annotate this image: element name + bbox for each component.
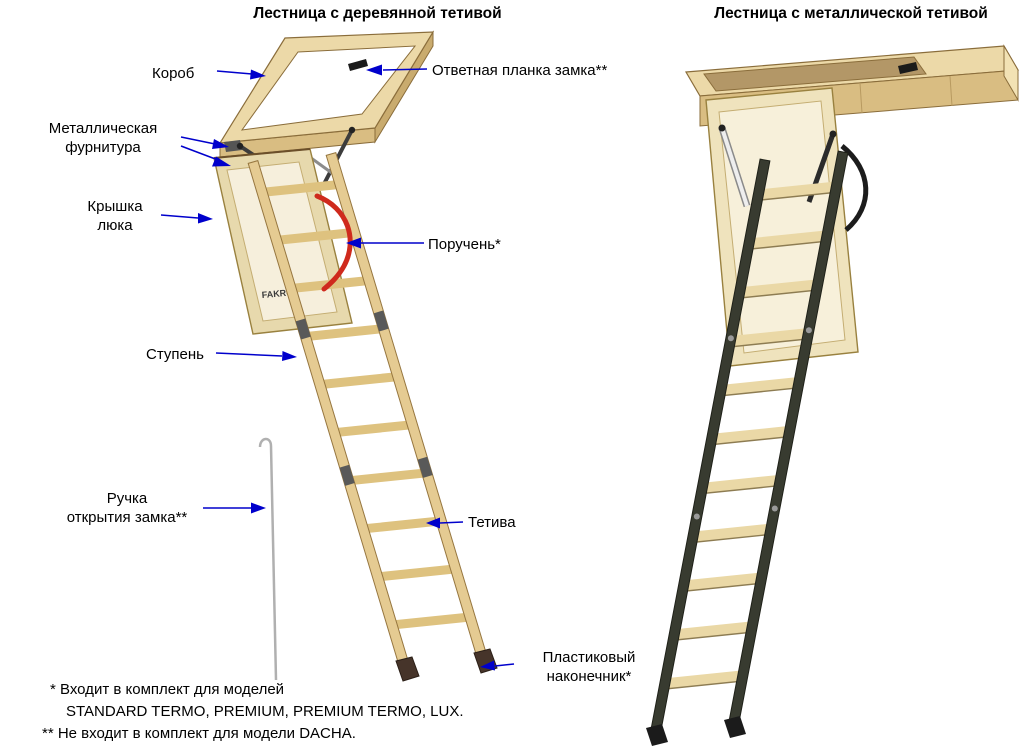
step <box>701 474 781 493</box>
box-end-face <box>1003 44 1019 102</box>
hatch-logo: FAKRO <box>261 287 293 300</box>
label-handrail: Поручень* <box>428 236 501 253</box>
rung <box>348 468 428 486</box>
hinge-bracket <box>224 140 242 152</box>
footnote-2: STANDARD TERMO, PREMIUM, PREMIUM TERMO, … <box>66 703 464 720</box>
step <box>683 572 763 591</box>
plastic-tip-left <box>646 724 668 746</box>
label-metal-hardware: Металлическая фурнитура <box>28 119 178 157</box>
handrail <box>314 193 353 292</box>
footnote-1: * Входит в комплект для моделей <box>50 681 285 698</box>
rung <box>377 564 457 582</box>
step <box>673 621 753 640</box>
arrow-line-korob <box>216 70 253 75</box>
left-title: Лестница с деревянной тетивой <box>253 5 502 22</box>
step <box>711 425 791 444</box>
label-korob: Короб <box>152 65 195 82</box>
section-hinges <box>295 310 433 486</box>
label-plastik-line2: наконечник* <box>546 668 632 685</box>
label-plastik-line1: Пластиковый <box>542 649 636 666</box>
right-illustration <box>646 44 1019 746</box>
arrowhead-kryshka <box>198 213 213 224</box>
left-illustration: FAKRO <box>213 30 498 682</box>
rung <box>276 227 356 245</box>
right-ladder <box>646 150 849 746</box>
plastic-tip-right <box>724 716 746 738</box>
label-metal-line1: Металлическая <box>48 120 158 137</box>
step-shadows <box>664 191 837 690</box>
lock-strike-plate <box>348 59 368 71</box>
arrow-line-stupen <box>215 352 283 357</box>
label-metal-line2: фурнитура <box>65 139 141 156</box>
arrow-line-plastik <box>494 663 515 667</box>
lock-handle-rod <box>258 437 278 681</box>
arrowhead-stupen <box>282 351 297 361</box>
label-step: Ступень <box>146 346 204 363</box>
right-title: Лестница с металлической тетивой <box>714 5 988 22</box>
left-box <box>218 30 435 158</box>
arrow-line-kryshka <box>160 214 199 219</box>
rung <box>391 612 471 630</box>
step <box>664 670 744 689</box>
step <box>757 181 837 200</box>
plastic-tip-left <box>395 656 420 682</box>
arrow-line-metal-1 <box>180 136 216 145</box>
label-lock-handle: Ручка открытия замка** <box>52 489 202 527</box>
arrowhead-poruchen <box>346 237 361 249</box>
label-otvetnaya-planka: Ответная планка замка** <box>432 62 608 79</box>
rung <box>304 324 384 342</box>
step <box>720 377 800 395</box>
step <box>748 230 828 249</box>
rung <box>261 179 341 197</box>
left-ladder <box>247 151 498 682</box>
hinge-pivot <box>829 130 837 138</box>
arrowhead-tetiva <box>426 517 440 529</box>
label-kryshka-line1: Крышка <box>87 198 143 215</box>
step <box>692 523 772 542</box>
white-arm <box>720 127 749 207</box>
hatch-hinge-edge <box>213 148 311 159</box>
lock-strike-plate <box>898 62 918 74</box>
label-kryshka-line2: люка <box>97 217 133 234</box>
rung <box>319 372 399 390</box>
arrowhead-ruchka <box>251 502 266 514</box>
arrowhead-metal-1 <box>212 139 229 149</box>
box-opening <box>240 45 417 131</box>
label-hatch-cover: Крышка люка <box>72 197 158 235</box>
step <box>729 328 809 347</box>
arrow-line-otvetnaya <box>382 68 428 71</box>
hardware-arm <box>322 129 354 185</box>
arrowhead-plastik <box>480 660 495 671</box>
hinge-pivot <box>236 142 244 150</box>
label-ruchka-line2: открытия замка** <box>66 509 188 526</box>
rung <box>333 420 413 438</box>
label-plastic-tip: Пластиковый наконечник* <box>518 648 660 686</box>
footnote-3: ** Не входит в комплект для модели DACHA… <box>42 725 356 742</box>
steps <box>664 181 837 689</box>
curved-handle <box>840 144 869 232</box>
box-opening <box>703 56 927 92</box>
callout-arrows <box>160 64 515 671</box>
arrowhead-korob <box>250 69 266 80</box>
plank-joint <box>859 82 863 114</box>
label-stringer: Тетива <box>468 514 516 531</box>
hinge-pivot <box>348 126 356 134</box>
label-ruchka-line1: Ручка <box>106 490 148 507</box>
arrow-line-metal-2 <box>180 145 219 161</box>
arrowhead-metal-2 <box>212 156 231 167</box>
step <box>739 279 819 298</box>
section-hinges <box>693 327 812 520</box>
plank-joint <box>949 75 953 107</box>
hinge-pivot <box>718 124 726 132</box>
arrow-line-tetiva <box>439 521 464 524</box>
arrowhead-otvetnaya <box>366 64 382 76</box>
